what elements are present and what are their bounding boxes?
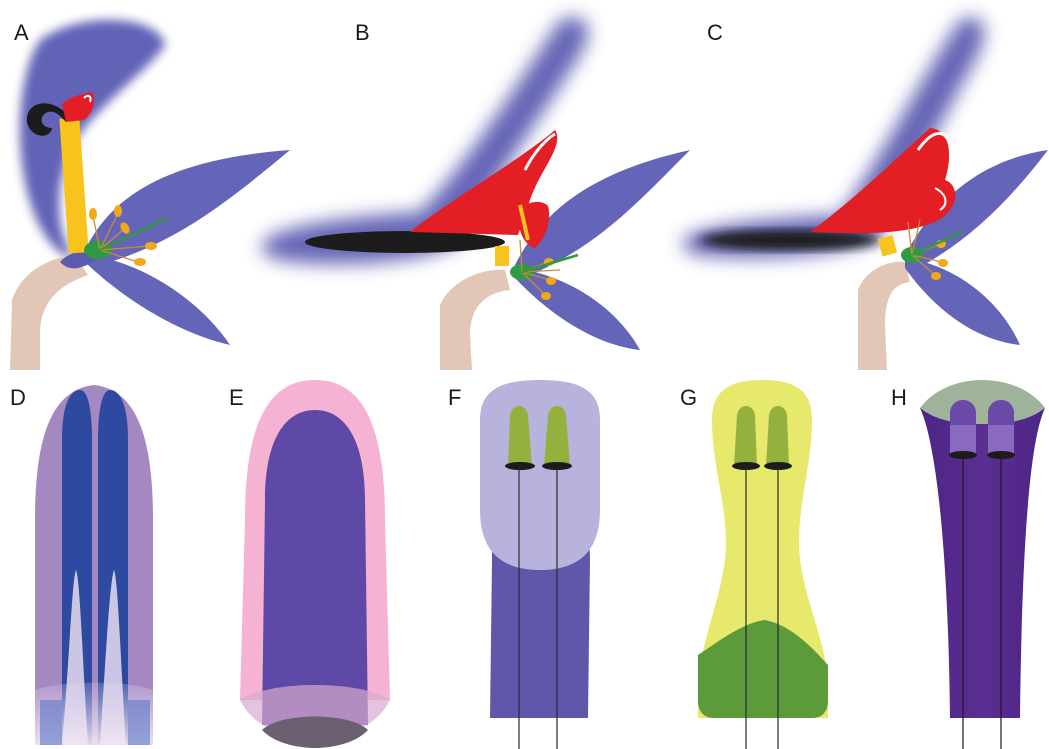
panel-label-f: F — [448, 385, 461, 410]
panel-h-body — [920, 408, 1045, 718]
panel-b — [262, 17, 690, 370]
panel-c — [683, 17, 1048, 370]
panel-d — [35, 385, 153, 745]
panel-b-stem — [440, 270, 510, 370]
panel-e-inner — [262, 410, 368, 725]
panel-label-g: G — [680, 385, 697, 410]
panel-h — [920, 380, 1045, 749]
panel-label-h: H — [891, 385, 907, 410]
panel-a-style — [59, 117, 88, 253]
panel-label-e: E — [229, 385, 244, 410]
panel-b-style — [495, 246, 509, 266]
panel-h-cap — [920, 380, 1045, 424]
panel-c-lower-petal — [905, 258, 1020, 345]
panel-b-lower-petal — [515, 268, 640, 350]
panel-g-left-lobe — [734, 406, 757, 466]
panel-c-stem — [858, 262, 910, 370]
panel-label-d: D — [10, 385, 26, 410]
panel-b-black-disc — [305, 231, 505, 253]
panel-label-b: B — [355, 20, 370, 45]
panel-e — [240, 380, 390, 748]
panel-label-c: C — [707, 20, 723, 45]
panel-a-stem — [10, 255, 88, 370]
panel-c-style — [878, 235, 897, 256]
panel-a — [10, 20, 290, 370]
panel-a-lower-petal — [85, 255, 230, 345]
panel-a-upper-petal — [85, 150, 290, 262]
panel-g — [698, 380, 828, 749]
panel-c-red-stigma — [810, 128, 955, 233]
panel-f — [480, 380, 600, 749]
panel-f-upper — [480, 380, 600, 570]
panel-g-right-lobe — [766, 406, 789, 466]
panel-label-a: A — [14, 20, 29, 45]
